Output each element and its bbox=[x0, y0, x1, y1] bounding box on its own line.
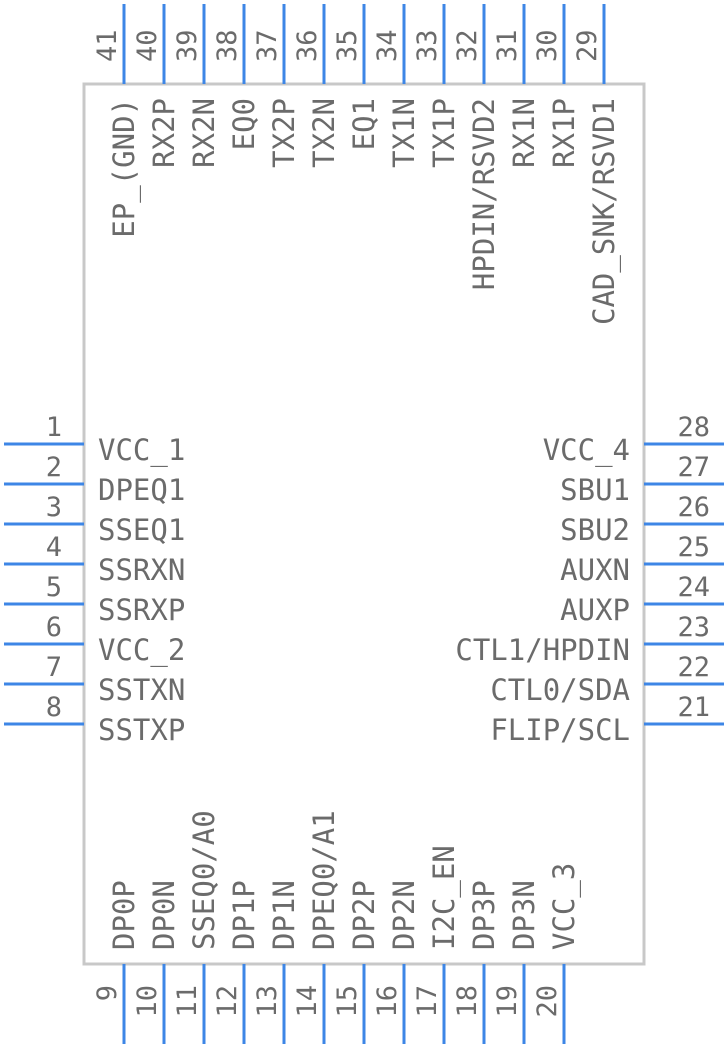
pin-label-tx2n: TX2N bbox=[307, 98, 341, 168]
pin-7-number: 7 bbox=[46, 652, 62, 683]
pin-2-number: 2 bbox=[46, 452, 62, 483]
pin-21-number: 21 bbox=[677, 692, 710, 723]
pin-label-hpdin-rsvd2: HPDIN/RSVD2 bbox=[467, 98, 501, 290]
pin-label-rx1n: RX1N bbox=[507, 98, 541, 168]
pin-26-number: 26 bbox=[677, 492, 710, 523]
pin-37-number: 37 bbox=[252, 29, 283, 62]
pin-label-vcc-2: VCC_2 bbox=[98, 633, 185, 668]
pin-label-vcc-1: VCC_1 bbox=[98, 433, 185, 468]
pin-label-ep-gnd: EP_(GND) bbox=[107, 98, 142, 238]
pin-30-number: 30 bbox=[532, 29, 563, 62]
pin-17-number: 17 bbox=[412, 985, 443, 1018]
pin-label-auxn: AUXN bbox=[560, 553, 630, 587]
pin-label-dpeq0-a1: DPEQ0/A1 bbox=[307, 810, 341, 950]
pin-15-number: 15 bbox=[332, 985, 363, 1018]
pin-41-number: 41 bbox=[92, 29, 123, 62]
pin-1-number: 1 bbox=[46, 412, 62, 443]
pin-18-number: 18 bbox=[452, 985, 483, 1018]
pin-32-number: 32 bbox=[452, 29, 483, 62]
pin-11-number: 11 bbox=[172, 985, 203, 1018]
pin-20-number: 20 bbox=[532, 985, 563, 1018]
pin-10-number: 10 bbox=[132, 985, 163, 1018]
pin-3-number: 3 bbox=[46, 492, 62, 523]
pin-label-dp3p: DP3P bbox=[467, 880, 501, 950]
pin-5-number: 5 bbox=[46, 572, 62, 603]
pin-label-eq1: EQ1 bbox=[347, 98, 381, 150]
pin-label-dp3n: DP3N bbox=[507, 880, 541, 950]
pin-28-number: 28 bbox=[677, 412, 710, 443]
pin-label-ssrxp: SSRXP bbox=[98, 593, 185, 627]
pin-27-number: 27 bbox=[677, 452, 710, 483]
pin-22-number: 22 bbox=[677, 652, 710, 683]
pin-label-dp2p: DP2P bbox=[347, 880, 381, 950]
pin-label-rx1p: RX1P bbox=[547, 98, 581, 168]
pin-19-number: 19 bbox=[492, 985, 523, 1018]
pin-label-tx1n: TX1N bbox=[387, 98, 421, 168]
pin-label-dp1p: DP1P bbox=[227, 880, 261, 950]
pin-label-dpeq1: DPEQ1 bbox=[98, 473, 185, 507]
pin-34-number: 34 bbox=[372, 29, 403, 62]
pin-40-number: 40 bbox=[132, 29, 163, 62]
pin-13-number: 13 bbox=[252, 985, 283, 1018]
pin-label-auxp: AUXP bbox=[560, 593, 630, 627]
pin-9-number: 9 bbox=[92, 985, 123, 1001]
pin-25-number: 25 bbox=[677, 532, 710, 563]
pin-4-number: 4 bbox=[46, 532, 62, 563]
pin-23-number: 23 bbox=[677, 612, 710, 643]
bottom-pin-group: 9 DP0P 10 DP0N 11 SSEQ0/A0 12 DP1P 13 DP1N 14 DPEQ0… bbox=[92, 810, 582, 1044]
pin-label-tx1p: TX1P bbox=[427, 98, 461, 168]
pin-label-ssrxn: SSRXN bbox=[98, 553, 185, 587]
pin-label-ctl0-sda: CTL0/SDA bbox=[490, 673, 630, 707]
pin-16-number: 16 bbox=[372, 985, 403, 1018]
pin-label-flip-scl: FLIP/SCL bbox=[490, 713, 630, 747]
pin-label-vcc-3: VCC_3 bbox=[547, 863, 582, 950]
pin-label-sbu2: SBU2 bbox=[560, 513, 630, 547]
pin-label-sstxn: SSTXN bbox=[98, 673, 185, 707]
pin-label-sbu1: SBU1 bbox=[560, 473, 630, 507]
pin-label-dp0p: DP0P bbox=[107, 880, 141, 950]
pin-label-dp1n: DP1N bbox=[267, 880, 301, 950]
pin-label-vcc-4: VCC_4 bbox=[543, 433, 630, 468]
pin-label-ctl1-hpdin: CTL1/HPDIN bbox=[455, 633, 630, 667]
pin-label-i2c-en: I2C_EN bbox=[427, 845, 462, 950]
pin-label-eq0: EQ0 bbox=[227, 98, 261, 150]
pin-label-cad-snk-rsvd1: CAD_SNK/RSVD1 bbox=[587, 98, 622, 325]
pin-8-number: 8 bbox=[46, 692, 62, 723]
pin-label-sstxp: SSTXP bbox=[98, 713, 185, 747]
pin-label-sseq1: SSEQ1 bbox=[98, 513, 185, 547]
pin-36-number: 36 bbox=[292, 29, 323, 62]
pin-label-dp0n: DP0N bbox=[147, 880, 181, 950]
pin-14-number: 14 bbox=[292, 985, 323, 1018]
pin-12-number: 12 bbox=[212, 985, 243, 1018]
pin-39-number: 39 bbox=[172, 29, 203, 62]
pin-24-number: 24 bbox=[677, 572, 710, 603]
pin-label-sseq0-a0: SSEQ0/A0 bbox=[187, 810, 221, 950]
pin-29-number: 29 bbox=[572, 29, 603, 62]
pin-label-rx2n: RX2N bbox=[187, 98, 221, 168]
pin-33-number: 33 bbox=[412, 29, 443, 62]
pin-31-number: 31 bbox=[492, 29, 523, 62]
pin-label-dp2n: DP2N bbox=[387, 880, 421, 950]
pin-35-number: 35 bbox=[332, 29, 363, 62]
pin-6-number: 6 bbox=[46, 612, 62, 643]
pin-38-number: 38 bbox=[212, 29, 243, 62]
pin-label-tx2p: TX2P bbox=[267, 98, 301, 168]
pin-label-rx2p: RX2P bbox=[147, 98, 181, 168]
